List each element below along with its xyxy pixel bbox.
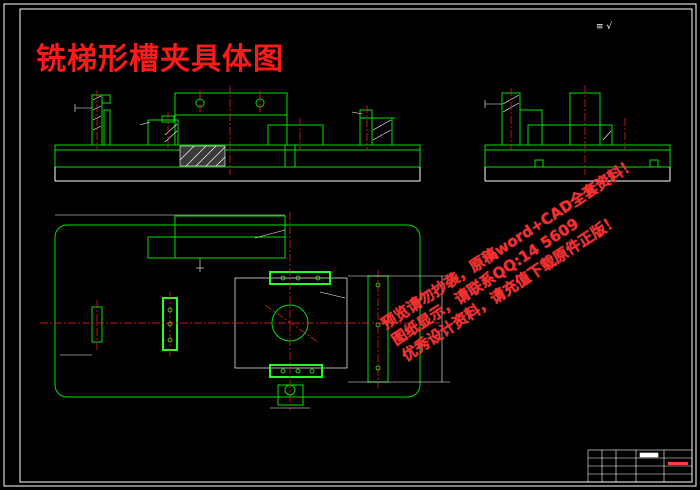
side-view-leaders (484, 100, 502, 108)
drawing-title: 铣梯形槽夹具体图 (36, 42, 284, 77)
front-view (54, 92, 421, 182)
surface-roughness-symbol: ≡ √ (596, 22, 612, 32)
front-view-section (92, 95, 392, 167)
check-icon: √ (606, 22, 613, 32)
top-view-keys (162, 271, 331, 378)
top-view-leaders (55, 214, 450, 409)
roughness-prefix: ≡ (596, 22, 604, 32)
outer-border (3, 3, 697, 487)
front-view-centerlines (96, 85, 368, 175)
top-view-centerlines (40, 212, 440, 410)
top-view (54, 215, 421, 406)
side-view-centerlines (510, 85, 626, 175)
side-view-hatch (502, 94, 612, 141)
inner-border (19, 8, 693, 483)
title-block (587, 449, 693, 483)
front-view-leaders (74, 104, 363, 182)
top-view-holes (167, 275, 381, 374)
